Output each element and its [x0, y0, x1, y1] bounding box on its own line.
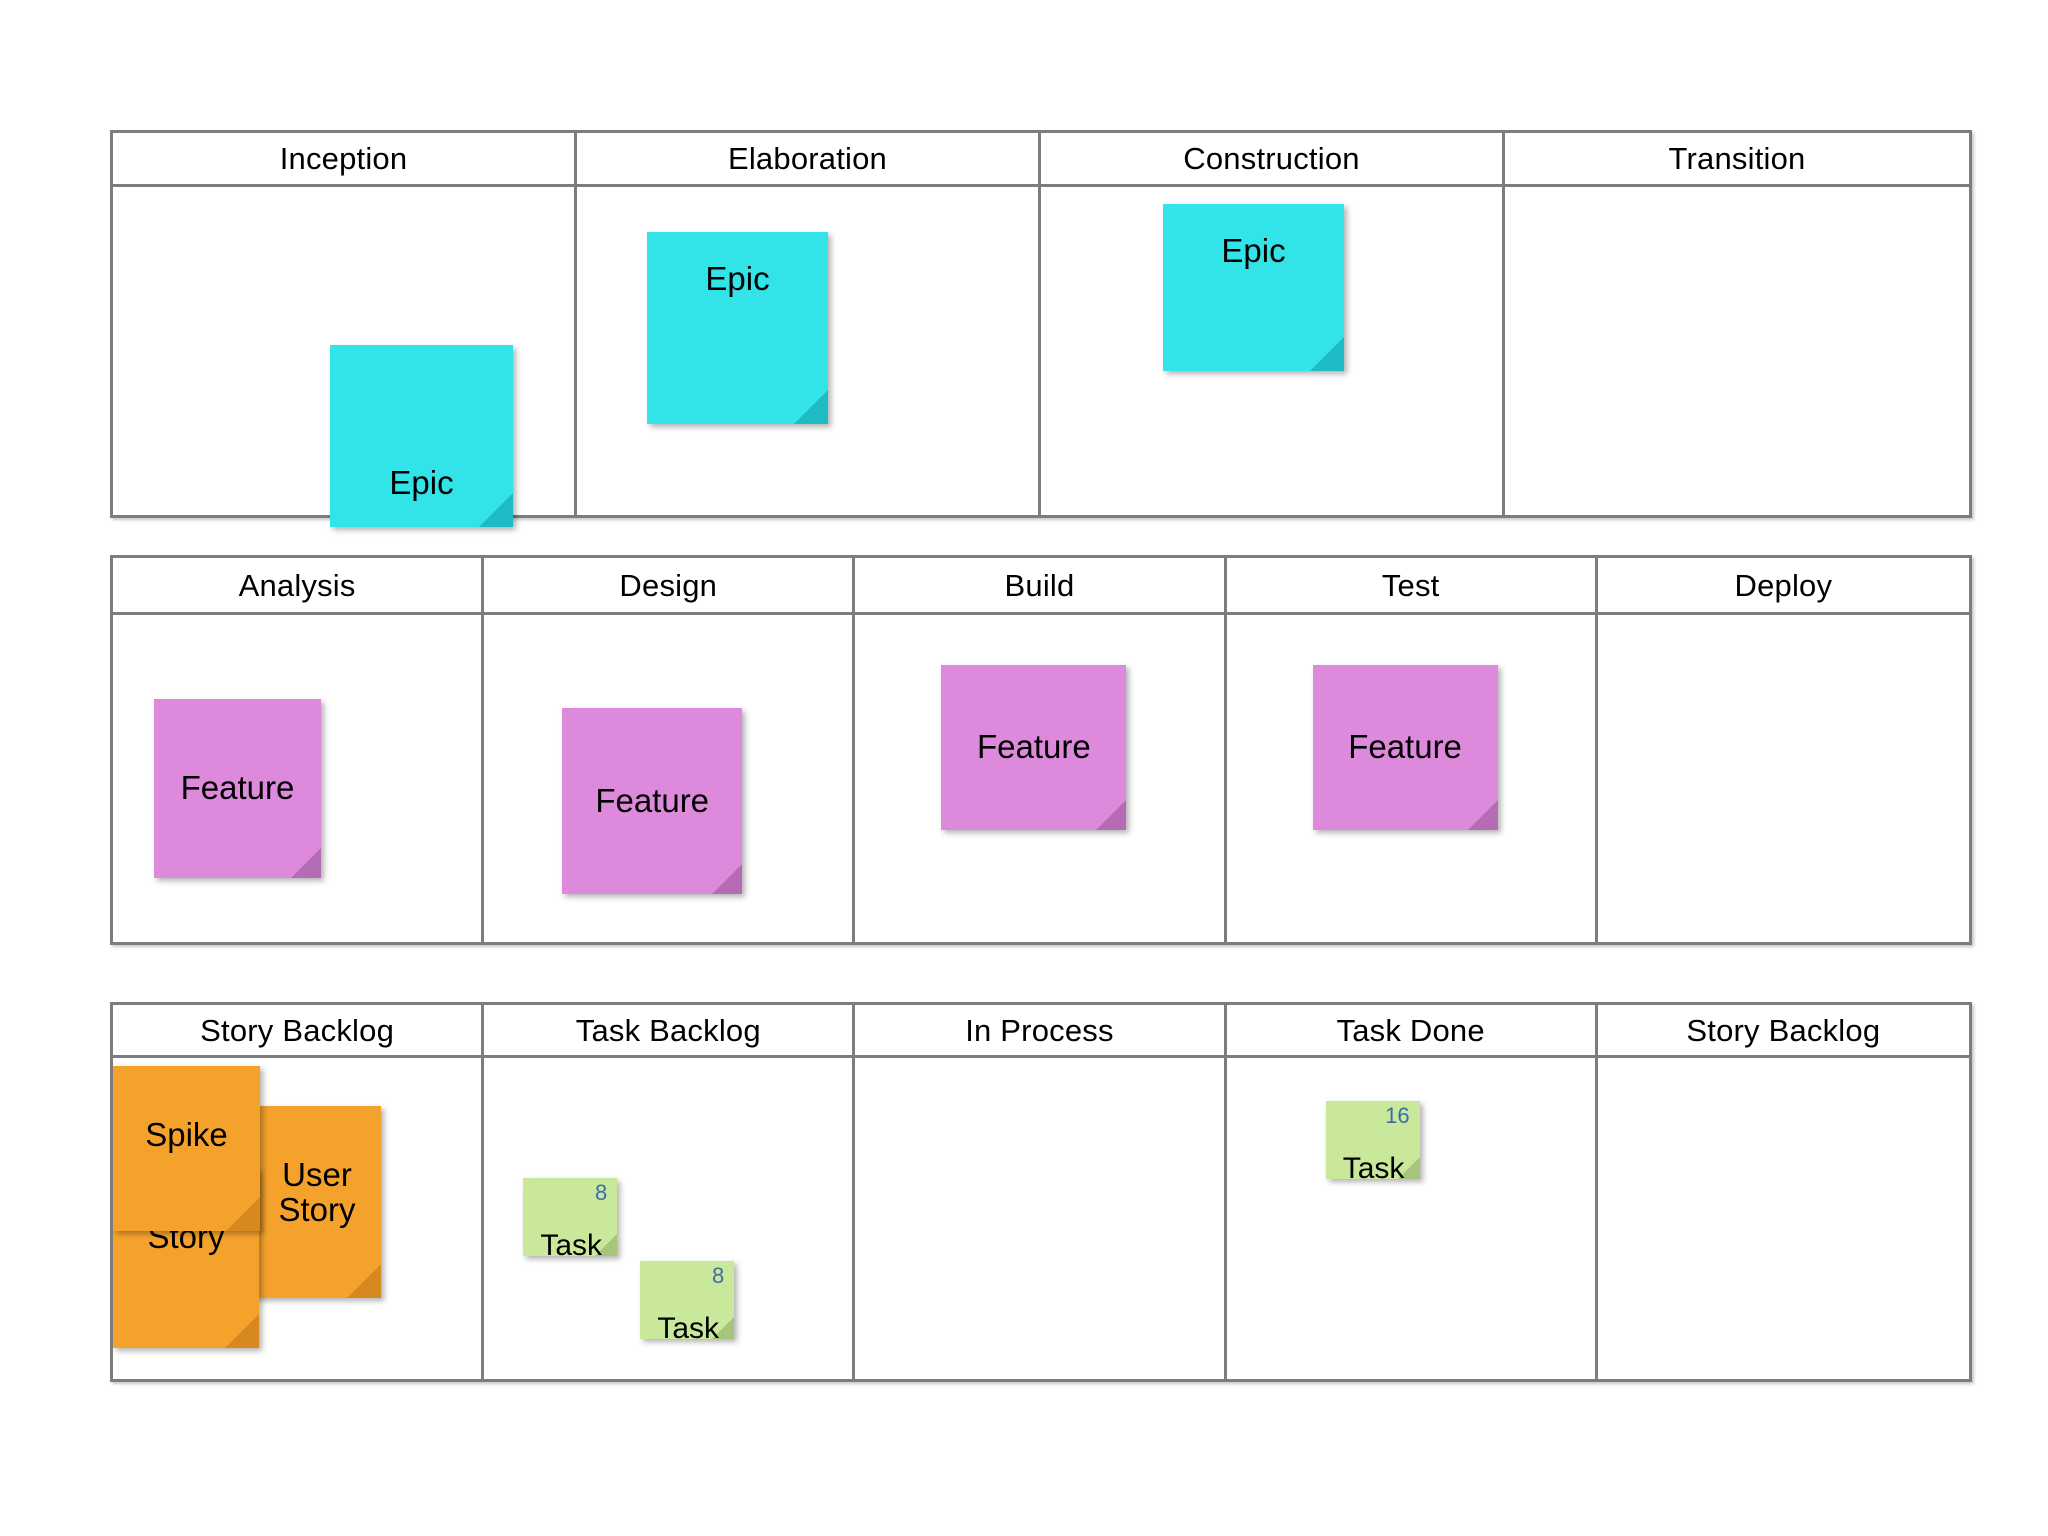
column-header-label: Story Backlog — [1686, 1012, 1881, 1048]
phase-board: Inception Elaboration Construction Trans… — [110, 130, 1972, 527]
column-header-transition[interactable]: Transition — [1505, 133, 1969, 184]
task-board-body: User Story Story Spike 8 Task 8 Tas — [113, 1058, 1969, 1379]
sticky-note-label: Epic — [389, 464, 454, 502]
column-header-label: In Process — [965, 1012, 1114, 1048]
column-header-story-backlog[interactable]: Story Backlog — [113, 1005, 485, 1055]
column-header-story-backlog-2[interactable]: Story Backlog — [1598, 1005, 1969, 1055]
sticky-note-epic[interactable]: Epic — [330, 345, 513, 527]
sticky-note-label: Task — [1342, 1152, 1405, 1185]
column-cell-in-process[interactable] — [855, 1058, 1227, 1379]
sticky-note-label: User Story — [278, 1156, 356, 1228]
story-point-badge: 8 — [594, 1180, 608, 1205]
column-header-elaboration[interactable]: Elaboration — [577, 133, 1041, 184]
sticky-note-feature[interactable]: Feature — [154, 699, 321, 878]
column-cell-inception[interactable]: Epic — [113, 187, 577, 527]
column-header-label: Inception — [279, 141, 408, 176]
column-cell-design[interactable]: Feature — [484, 615, 856, 942]
column-header-analysis[interactable]: Analysis — [113, 558, 485, 612]
sticky-note-task[interactable]: 8 Task — [523, 1178, 618, 1261]
column-header-label: Construction — [1183, 141, 1360, 176]
task-board-header: Story Backlog Task Backlog In Process Ta… — [113, 1005, 1969, 1058]
sticky-note-label: Epic — [1221, 232, 1286, 269]
sticky-note-feature[interactable]: Feature — [941, 665, 1127, 830]
column-header-design[interactable]: Design — [484, 558, 856, 612]
feature-board: Analysis Design Build Test Deploy Featur… — [110, 555, 1972, 945]
column-header-label: Test — [1381, 567, 1440, 603]
column-header-label: Story Backlog — [200, 1012, 395, 1048]
column-header-in-process[interactable]: In Process — [855, 1005, 1227, 1055]
sticky-note-epic[interactable]: Epic — [1163, 204, 1344, 371]
column-cell-transition[interactable] — [1505, 187, 1969, 515]
column-cell-elaboration[interactable]: Epic — [577, 187, 1041, 515]
column-header-deploy[interactable]: Deploy — [1598, 558, 1969, 612]
task-board: Story Backlog Task Backlog In Process Ta… — [110, 1002, 1972, 1382]
column-cell-task-done[interactable]: 16 Task — [1227, 1058, 1598, 1379]
sticky-note-epic[interactable]: Epic — [647, 232, 828, 424]
column-header-inception[interactable]: Inception — [113, 133, 577, 184]
sticky-note-label: Feature — [595, 781, 710, 819]
column-header-test[interactable]: Test — [1227, 558, 1598, 612]
phase-board-body: Epic Epic Epic — [113, 187, 1969, 527]
sticky-note-task[interactable]: 16 Task — [1325, 1101, 1420, 1184]
sticky-note-label: Feature — [180, 769, 295, 807]
column-cell-build[interactable]: Feature — [855, 615, 1227, 942]
column-header-task-done[interactable]: Task Done — [1227, 1005, 1598, 1055]
column-header-construction[interactable]: Construction — [1041, 133, 1505, 184]
column-header-label: Transition — [1668, 141, 1806, 176]
column-header-label: Task Backlog — [575, 1012, 761, 1048]
sticky-note-label: Feature — [1348, 728, 1462, 766]
sticky-note-feature[interactable]: Feature — [1312, 665, 1498, 830]
column-header-task-backlog[interactable]: Task Backlog — [484, 1005, 856, 1055]
column-cell-task-backlog[interactable]: 8 Task 8 Task — [484, 1058, 856, 1379]
phase-board-header: Inception Elaboration Construction Trans… — [113, 133, 1969, 187]
story-point-badge: 16 — [1385, 1103, 1410, 1128]
column-header-label: Build — [1004, 567, 1075, 603]
sticky-note-feature[interactable]: Feature — [562, 708, 743, 894]
sticky-note-label: Task — [540, 1229, 603, 1262]
column-cell-story-backlog-2[interactable] — [1598, 1058, 1969, 1379]
column-header-label: Analysis — [238, 567, 356, 603]
column-header-label: Deploy — [1734, 567, 1833, 603]
sticky-note-label: Epic — [705, 260, 770, 297]
sticky-note-label: Spike — [145, 1116, 228, 1153]
column-cell-deploy[interactable] — [1598, 615, 1969, 942]
column-cell-story-backlog[interactable]: User Story Story Spike — [113, 1058, 485, 1379]
story-point-badge: 8 — [711, 1263, 725, 1288]
column-header-build[interactable]: Build — [855, 558, 1227, 612]
feature-board-header: Analysis Design Build Test Deploy — [113, 558, 1969, 615]
column-header-label: Design — [619, 567, 718, 603]
column-cell-analysis[interactable]: Feature — [113, 615, 485, 942]
sticky-note-label: Task — [657, 1312, 720, 1345]
sticky-note-label: Feature — [977, 728, 1091, 766]
column-header-label: Task Done — [1336, 1012, 1485, 1048]
sticky-note-spike[interactable]: Spike — [113, 1066, 260, 1231]
column-header-label: Elaboration — [727, 141, 888, 176]
feature-board-body: Feature Feature Feature Feature — [113, 615, 1969, 942]
column-cell-construction[interactable]: Epic — [1041, 187, 1505, 515]
sticky-note-user-story[interactable]: User Story — [253, 1106, 381, 1298]
sticky-note-task[interactable]: 8 Task — [640, 1261, 735, 1344]
column-cell-test[interactable]: Feature — [1227, 615, 1598, 942]
